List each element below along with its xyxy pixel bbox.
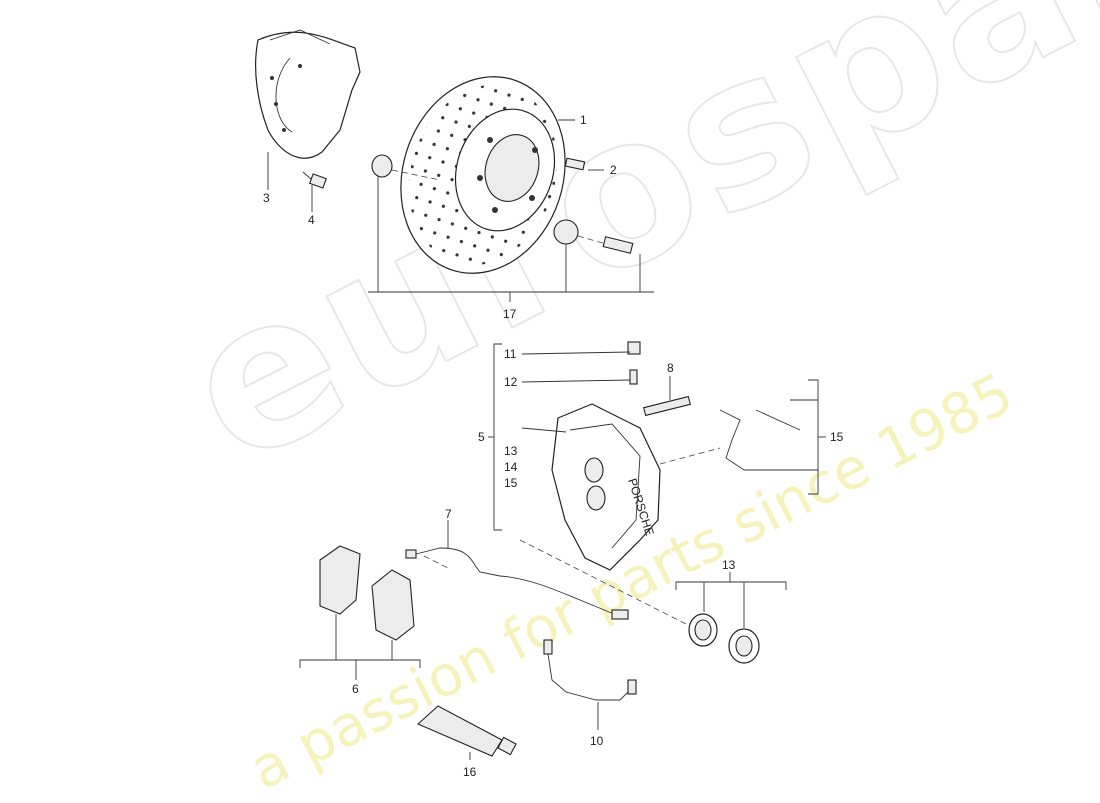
leader-lines [267, 119, 826, 760]
callout-8: 8 [667, 361, 674, 375]
callout-14: 14 [504, 460, 518, 474]
callout-12: 12 [504, 375, 518, 389]
callout-13-caliper: 13 [504, 444, 518, 458]
piston-seals [688, 613, 760, 664]
disc-screw [564, 157, 586, 171]
brake-hose [543, 639, 637, 701]
callout-3: 3 [263, 191, 270, 205]
callout-numbers: 1 2 3 4 5 6 7 8 10 11 12 13 14 15 13 15 … [263, 113, 844, 779]
callout-15-caliper: 15 [504, 476, 518, 490]
brake-shield [255, 29, 361, 159]
shield-screw [302, 171, 327, 189]
callout-15-clips: 15 [830, 430, 844, 444]
callout-17: 17 [503, 307, 517, 321]
callout-5: 5 [478, 430, 485, 444]
grease-tube [416, 705, 517, 757]
callout-2: 2 [610, 163, 617, 177]
pad-retaining-clip [719, 409, 801, 471]
bleed-valve [629, 369, 638, 385]
brake-pads [319, 545, 415, 641]
callout-1: 1 [580, 113, 587, 127]
callout-6: 6 [352, 682, 359, 696]
callout-16: 16 [463, 765, 477, 779]
callout-7: 7 [445, 507, 452, 521]
callout-10: 10 [590, 734, 604, 748]
brake-disc [400, 76, 566, 274]
callout-4: 4 [308, 213, 315, 227]
callout-13-seals: 13 [722, 558, 736, 572]
callout-11: 11 [504, 347, 517, 361]
bleed-cap [627, 341, 641, 355]
brake-caliper: PORSCHE [551, 403, 661, 571]
bushing-set [371, 154, 634, 254]
wear-sensor-cable [405, 547, 629, 620]
caliper-bolt [643, 395, 691, 417]
